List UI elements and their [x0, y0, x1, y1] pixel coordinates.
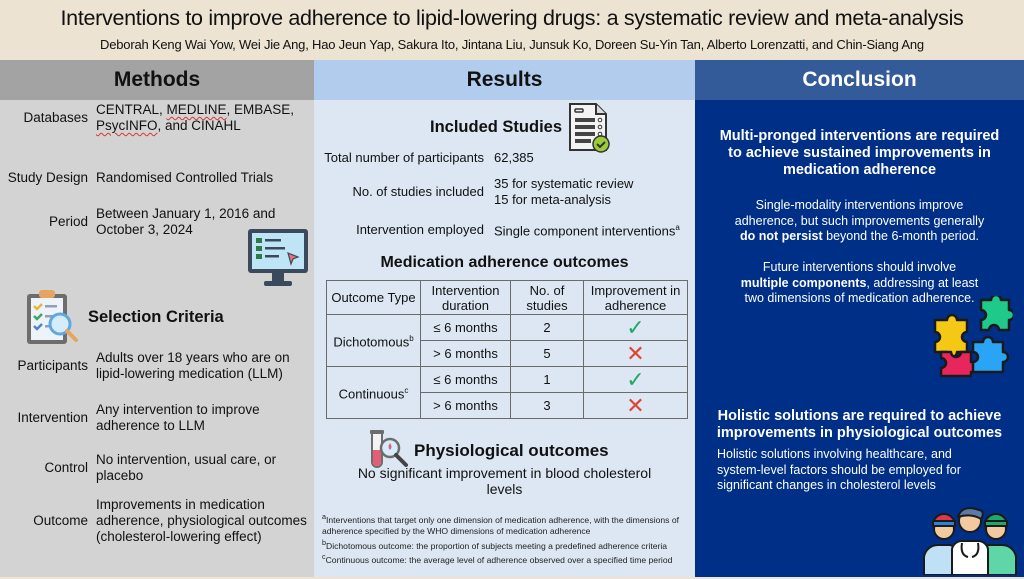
studies-cell: 3 — [510, 392, 584, 419]
participants-total-value: 62,385 — [494, 150, 534, 165]
col-outcome-type: Outcome Type — [326, 280, 421, 315]
intervention-employed-value: Single component interventionsa — [494, 223, 680, 239]
studies-included-label: No. of studies included — [352, 184, 484, 199]
results-panel: Results Included Studies Total number of… — [314, 60, 695, 577]
study-design-value: Randomised Controlled Trials — [96, 170, 274, 185]
studies-cell: 1 — [510, 366, 584, 393]
study-design-label: Study Design — [7, 170, 88, 185]
participants-label: Participants — [17, 358, 88, 373]
intervention-employed-row: Intervention employed Single component i… — [314, 220, 680, 240]
included-studies-heading: Included Studies — [430, 118, 563, 136]
intervention-label: Intervention — [17, 410, 88, 425]
conclusion-heading: Conclusion — [695, 60, 1024, 100]
conclusion-panel: Conclusion Multi-pronged interventions a… — [695, 60, 1024, 577]
duration-cell: ≤ 6 months — [420, 366, 511, 393]
intervention-employed-label: Intervention employed — [356, 222, 484, 237]
authors-line: Deborah Keng Wai Yow, Wei Jie Ang, Hao J… — [100, 37, 924, 52]
participants-total-row: Total number of participants 62,385 — [314, 148, 534, 168]
healthcare-team-icon — [923, 507, 1017, 575]
holistic-heading: Holistic solutions are required to achie… — [716, 408, 1003, 441]
outcome-type-continuous: Continuousc — [326, 366, 421, 419]
studies-included-row: No. of studies included 35 for systemati… — [314, 175, 633, 209]
participants-total-label: Total number of participants — [324, 150, 484, 165]
physiological-outcome-text: No significant improvement in blood chol… — [357, 465, 652, 497]
control-label: Control — [44, 460, 88, 475]
duration-cell: > 6 months — [420, 340, 511, 367]
footnote-c: cContinuous outcome: the average level o… — [322, 553, 673, 566]
study-design-row: Study Design Randomised Controlled Trial… — [0, 168, 273, 188]
clipboard-search-icon — [27, 290, 78, 344]
computer-checklist-icon — [248, 229, 308, 286]
databases-label: Databases — [23, 110, 88, 125]
table-row: > 6 months 3 ✕ — [327, 392, 688, 419]
methods-heading: Methods — [0, 60, 314, 100]
outcome-type-dichotomous: Dichotomousb — [326, 314, 421, 367]
methods-panel: Methods Databases CENTRAL, MEDLINE, EMBA… — [0, 60, 314, 577]
physiological-outcomes-heading: Physiological outcomes — [414, 441, 609, 460]
test-tube-magnifier-icon — [370, 430, 408, 468]
cross-icon: ✕ — [583, 392, 688, 419]
footnote-a: aInterventions that target only one dime… — [322, 513, 680, 537]
selection-criteria-heading: Selection Criteria — [88, 308, 224, 326]
footnote-b: bDichotomous outcome: the proportion of … — [322, 538, 668, 551]
table-row: Dichotomousb ≤ 6 months 2 ✓ — [326, 314, 688, 367]
outcome-label: Outcome — [33, 513, 88, 528]
document-check-icon — [569, 103, 610, 153]
studies-cell: 5 — [510, 340, 584, 367]
table-row: Continuousc ≤ 6 months 1 ✓ — [326, 366, 688, 419]
duration-cell: > 6 months — [420, 392, 511, 419]
multi-pronged-heading: Multi-pronged interventions are required… — [719, 128, 1000, 178]
future-interventions-text: Future interventions should involve mult… — [740, 260, 979, 305]
cross-icon: ✕ — [583, 340, 688, 367]
duration-cell: ≤ 6 months — [420, 314, 511, 341]
adherence-outcomes-heading: Medication adherence outcomes — [380, 254, 629, 271]
period-label: Period — [48, 214, 88, 229]
databases-value: CENTRAL, MEDLINE, EMBASE, PsycINFO, and … — [96, 102, 295, 133]
single-modality-text: Single-modality interventions improve ad… — [734, 198, 985, 243]
puzzle-pieces-icon — [933, 296, 1013, 378]
footnotes: aInterventions that target only one dime… — [322, 512, 690, 567]
check-icon: ✓ — [583, 366, 688, 393]
databases-row: Databases CENTRAL, MEDLINE, EMBASE, Psyc… — [0, 88, 294, 148]
participants-row: Participants Adults over 18 years who ar… — [0, 348, 290, 384]
results-heading: Results — [314, 60, 695, 100]
studies-cell: 2 — [510, 314, 584, 341]
holistic-text: Holistic solutions involving healthcare,… — [717, 447, 961, 492]
check-icon: ✓ — [583, 314, 688, 341]
intervention-row: Intervention Any intervention to improve… — [0, 400, 260, 436]
poster-title: Interventions to improve adherence to li… — [60, 6, 964, 30]
